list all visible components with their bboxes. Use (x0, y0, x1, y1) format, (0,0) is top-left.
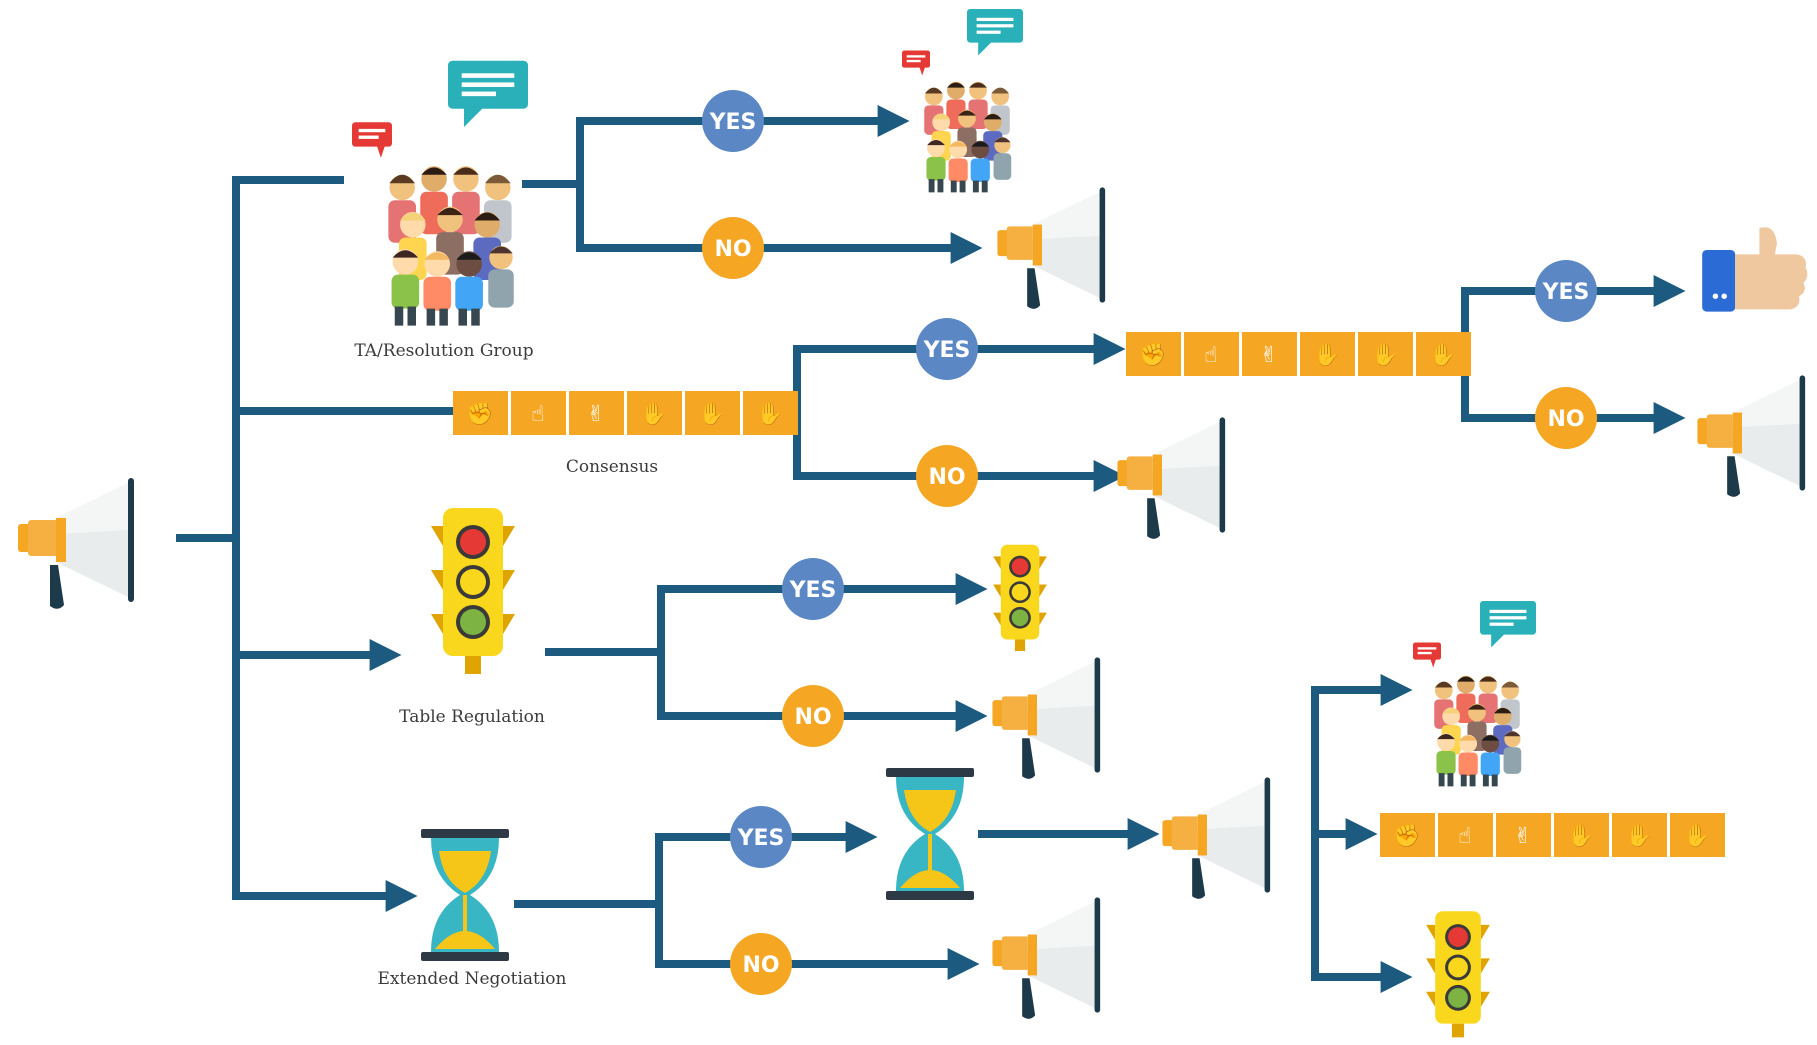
no-label: NO (714, 237, 751, 262)
traffic-light-icon (431, 508, 515, 674)
consensus-label: Consensus (566, 457, 658, 477)
consensus3-hand-two-icon: ✌ (1496, 813, 1551, 857)
yes-label: YES (789, 578, 837, 603)
no-label: NO (928, 465, 965, 490)
speech-bubble-icon (902, 50, 930, 76)
megaphone-icon (18, 478, 134, 609)
svg-text:✋: ✋ (1313, 342, 1340, 368)
megaphone-icon (992, 657, 1101, 779)
consensus-no-bubble: NO (916, 445, 978, 507)
consensus2-hand-one-icon: ☝ (1184, 332, 1239, 376)
traffic-yes-bubble: YES (782, 558, 844, 620)
consensus2-hand-three-icon: ✋ (1300, 332, 1355, 376)
consensus-bar-second: ✊ ☝ ✌ ✋ ✋ ✋ (1126, 332, 1471, 376)
svg-text:✋: ✋ (1625, 823, 1652, 849)
consensus-bar-main: ✊ ☝ ✌ ✋ ✋ ✋ (453, 391, 798, 435)
traffic-light-icon (1426, 911, 1490, 1038)
speech-bubble-icon (967, 9, 1023, 56)
consensus-bar-final: ✊ ☝ ✌ ✋ ✋ ✋ (1380, 813, 1725, 857)
consensus2-hand-fist-icon: ✊ (1126, 332, 1181, 376)
yes-label: YES (923, 338, 971, 363)
megaphone-icon (1117, 417, 1226, 539)
thumbs-up-icon (1702, 227, 1808, 312)
table-regulation-label: Table Regulation (399, 707, 545, 727)
svg-text:✋: ✋ (1371, 342, 1398, 368)
people-group-icon (388, 166, 514, 326)
consensus-hand-one-icon: ☝ (511, 391, 566, 435)
megaphone-icon (1162, 777, 1271, 899)
hourglass-no-bubble: NO (730, 933, 792, 995)
consensus-hand-three-icon: ✋ (627, 391, 682, 435)
yes-label: YES (737, 826, 785, 851)
speech-bubble-icon (448, 60, 528, 127)
no-label: NO (1547, 407, 1584, 432)
megaphone-icon (992, 897, 1101, 1019)
yes-label: YES (1542, 280, 1590, 305)
group-no-bubble: NO (702, 217, 764, 279)
consensus-hand-four-icon: ✋ (685, 391, 740, 435)
svg-text:✌: ✌ (587, 402, 605, 427)
no-label: NO (794, 705, 831, 730)
yes-label: YES (709, 110, 757, 135)
megaphone-icon (997, 187, 1106, 309)
svg-text:☝: ☝ (1458, 824, 1471, 849)
svg-text:✌: ✌ (1514, 824, 1532, 849)
svg-text:✋: ✋ (640, 401, 667, 427)
traffic-light-icon (993, 544, 1047, 652)
svg-text:☝: ☝ (531, 402, 544, 427)
ta-group-label: TA/Resolution Group (354, 341, 533, 361)
consensus3-hand-four-icon: ✋ (1612, 813, 1667, 857)
consensus3-hand-one-icon: ☝ (1438, 813, 1493, 857)
traffic-no-bubble: NO (782, 685, 844, 747)
hourglass-icon (886, 768, 974, 900)
svg-text:✌: ✌ (1260, 343, 1278, 368)
consensus2-hand-four-icon: ✋ (1358, 332, 1413, 376)
hourglass-yes-bubble: YES (730, 806, 792, 868)
consensus2-hand-two-icon: ✌ (1242, 332, 1297, 376)
speech-bubble-icon (1480, 601, 1536, 648)
svg-text:✊: ✊ (466, 401, 493, 427)
megaphone-icon (1697, 375, 1806, 497)
speech-bubble-icon (352, 122, 392, 158)
people-group-icon (924, 81, 1012, 193)
consensus-yes-bubble: YES (916, 318, 978, 380)
hourglass-icon (421, 829, 509, 961)
svg-text:✋: ✋ (1567, 823, 1594, 849)
consensus-hand-fist-icon: ✊ (453, 391, 508, 435)
consensus2-hand-open-icon: ✋ (1416, 332, 1471, 376)
group-yes-bubble: YES (702, 90, 764, 152)
no-label: NO (742, 953, 779, 978)
consensus-hand-two-icon: ✌ (569, 391, 624, 435)
svg-text:☝: ☝ (1204, 343, 1217, 368)
svg-text:✊: ✊ (1393, 823, 1420, 849)
consensus3-hand-fist-icon: ✊ (1380, 813, 1435, 857)
svg-text:✋: ✋ (698, 401, 725, 427)
consensus3-hand-three-icon: ✋ (1554, 813, 1609, 857)
people-group-icon (1434, 675, 1522, 787)
consensus-hand-open-icon: ✋ (743, 391, 798, 435)
svg-text:✋: ✋ (1429, 342, 1456, 368)
consensus2-yes-bubble: YES (1535, 260, 1597, 322)
consensus2-no-bubble: NO (1535, 387, 1597, 449)
svg-text:✊: ✊ (1139, 342, 1166, 368)
extended-negotiation-label: Extended Negotiation (378, 969, 567, 989)
svg-text:✋: ✋ (756, 401, 783, 427)
svg-text:✋: ✋ (1683, 823, 1710, 849)
consensus3-hand-open-icon: ✋ (1670, 813, 1725, 857)
speech-bubble-icon (1413, 642, 1441, 668)
